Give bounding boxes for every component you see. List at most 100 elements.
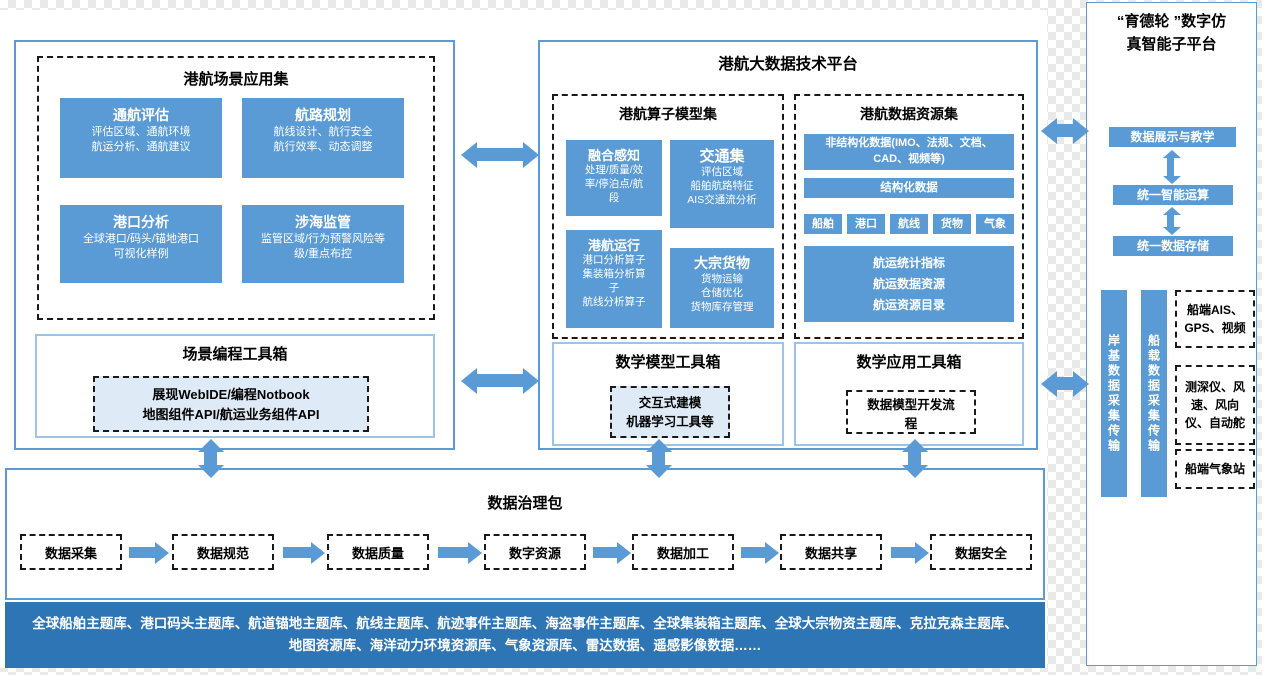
shipping-stats-box: 航运统计指标 航运数据资源 航运资源目录: [804, 246, 1014, 322]
card-line: 集装箱分析算: [582, 267, 646, 280]
stats-line: 航运统计指标: [872, 256, 945, 270]
math-application-toolbox-title: 数学应用工具箱: [856, 354, 962, 371]
toolbox-line: 展现WebIDE/编程Notbook: [152, 387, 310, 402]
card-bulk-cargo: 大宗货物 货物运输 仓储优化 货物库存管理: [670, 248, 774, 328]
scenario-app-set-title: 港航场景应用集: [183, 71, 289, 88]
right-arrow-icon: [593, 541, 631, 564]
double-arrow-model-governance: [645, 439, 672, 478]
step-data-collection: 数据采集: [20, 534, 122, 570]
right-arrow-icon: [438, 541, 482, 564]
card-title: 涉海监管: [295, 214, 351, 230]
card-navigation-assessment: 通航评估 评估区域、通航环境 航运分析、通航建议: [60, 98, 222, 178]
operator-model-set-title: 港航算子模型集: [619, 106, 717, 122]
card-fusion-perception: 融合感知 处理/质量/效 率/停泊点/航 段: [566, 140, 662, 216]
double-arrow-middle-right-bottom: [1041, 370, 1089, 397]
double-arrow-scenario-governance: [197, 439, 224, 478]
card-title: 融合感知: [587, 148, 640, 163]
scenario-toolbox: 场景编程工具箱 展现WebIDE/编程Notbook 地图组件API/航运业务组…: [35, 334, 435, 438]
card-title: 港口分析: [113, 214, 169, 230]
double-arrow-middle-right-top: [1041, 117, 1089, 144]
data-governance-title: 数据治理包: [487, 495, 563, 512]
card-line: 率/停泊点/航: [584, 177, 644, 190]
card-line: 评估区域、通航环境: [91, 126, 191, 138]
card-line: 航线分析算子: [582, 295, 646, 308]
double-arrow-vertical-icon: [1162, 150, 1181, 184]
card-line: 监管区域/行为预警风险等: [260, 233, 386, 245]
unstructured-data-bar: 非结构化数据(IMO、法规、文档、CAD、视频等): [804, 134, 1014, 170]
card-line: 子: [608, 281, 620, 294]
button-data-display-teaching: 数据展示与教学: [1109, 127, 1236, 147]
card-title: 航路规划: [295, 107, 351, 123]
sub-platform-title-line: 真智能子平台: [1126, 35, 1217, 53]
scenario-toolbox-title: 场景编程工具箱: [182, 346, 288, 363]
card-title: 通航评估: [113, 107, 169, 123]
double-arrow-application-governance: [901, 439, 928, 478]
toolbox-line: 程: [904, 416, 918, 431]
data-resource-set-box: 港航数据资源集 非结构化数据(IMO、法规、文档、CAD、视频等) 结构化数据 …: [794, 94, 1024, 339]
step-digital-resource: 数字资源: [484, 534, 586, 570]
tag-cargo: 货物: [933, 214, 971, 234]
math-model-toolbox-content: 交互式建模 机器学习工具等: [610, 386, 730, 438]
card-port-analysis: 港口分析 全球港口/码头/锚地港口 可视化样例: [60, 205, 222, 283]
card-line: 级/重点布控: [293, 248, 353, 261]
math-application-toolbox-content: 数据模型开发流 程: [846, 390, 976, 434]
card-title: 交通集: [699, 148, 745, 165]
shore-data-collection-bar: 岸基数据采集传输: [1101, 290, 1127, 497]
scenario-app-set-box: 港航场景应用集 通航评估 评估区域、通航环境 航运分析、通航建议 航路规划 航线…: [37, 56, 435, 320]
device-box-ais-gps-video: 船端AIS、GPS、视频: [1175, 290, 1255, 348]
stats-line: 航运资源目录: [872, 298, 945, 312]
bigdata-platform-panel: 港航大数据技术平台 港航算子模型集 融合感知 处理/质量/效 率/停泊点/航 段…: [538, 40, 1038, 450]
card-line: 段: [608, 191, 620, 204]
double-arrow-vertical-icon: [1162, 207, 1181, 235]
stats-line: 航运数据资源: [872, 277, 945, 291]
theme-database-bar: 全球船舶主题库、港口码头主题库、航道锚地主题库、航线主题库、航迹事件主题库、海盗…: [5, 602, 1045, 668]
card-traffic-set: 交通集 评估区域 船舶航路特征 AIS交通流分析: [670, 140, 774, 228]
card-title: 港航运行: [587, 238, 640, 253]
right-arrow-icon: [129, 541, 169, 564]
device-box-weather-station: 船端气象站: [1175, 449, 1255, 489]
right-arrow-icon: [741, 541, 779, 564]
device-box-sensors: 测深仪、风速、风向仪、自动舵: [1175, 365, 1255, 445]
step-data-sharing: 数据共享: [780, 534, 882, 570]
toolbox-line: 地图组件API/航运业务组件API: [142, 407, 320, 423]
sub-platform-title-line: “育德轮 ”数字仿: [1116, 13, 1227, 30]
card-port-operation: 港航运行 港口分析算子 集装箱分析算 子 航线分析算子: [566, 230, 662, 328]
step-data-processing: 数据加工: [632, 534, 734, 570]
card-line: 货物库存管理: [690, 300, 754, 313]
structured-data-bar: 结构化数据: [804, 178, 1014, 198]
card-line: 航行效率、动态调整: [273, 141, 373, 154]
button-unified-computing: 统一智能运算: [1113, 185, 1233, 205]
data-resource-set-title: 港航数据资源集: [860, 106, 958, 122]
bigdata-platform-title: 港航大数据技术平台: [718, 56, 858, 73]
card-maritime-supervision: 涉海监管 监管区域/行为预警风险等 级/重点布控: [242, 205, 404, 283]
card-route-planning: 航路规划 航线设计、航行安全 航行效率、动态调整: [242, 98, 404, 178]
math-model-toolbox: 数学模型工具箱 交互式建模 机器学习工具等: [552, 342, 784, 446]
card-line: 港口分析算子: [582, 254, 646, 266]
card-line: 可视化样例: [113, 248, 169, 261]
data-governance-panel: 数据治理包 数据采集 数据规范 数据质量 数字资源 数据加工 数据共享 数据安全: [5, 468, 1045, 600]
step-data-quality: 数据质量: [327, 534, 429, 570]
card-line: 处理/质量/效: [584, 164, 644, 176]
card-line: 货物运输: [701, 273, 743, 285]
right-arrow-icon: [283, 541, 325, 564]
toolbox-line: 机器学习工具等: [626, 415, 714, 430]
button-unified-storage: 统一数据存储: [1113, 236, 1233, 256]
math-model-toolbox-title: 数学模型工具箱: [615, 354, 721, 371]
card-line: 航运分析、通航建议: [91, 141, 191, 154]
scenario-toolbox-content: 展现WebIDE/编程Notbook 地图组件API/航运业务组件API: [93, 376, 369, 432]
toolbox-line: 数据模型开发流: [867, 398, 955, 412]
tag-route: 航线: [890, 214, 928, 234]
double-arrow-left-middle-top: [461, 141, 539, 168]
tag-weather: 气象: [976, 214, 1014, 234]
card-line: 仓储优化: [701, 286, 743, 299]
card-line: 评估区域: [701, 166, 743, 178]
tag-port: 港口: [847, 214, 885, 234]
scenario-application-panel: 港航场景应用集 通航评估 评估区域、通航环境 航运分析、通航建议 航路规划 航线…: [14, 40, 455, 450]
sub-platform-title: “育德轮 ”数字仿 真智能子平台: [1087, 11, 1256, 56]
right-arrow-icon: [891, 541, 929, 564]
double-arrow-left-middle-bottom: [461, 367, 539, 394]
operator-model-set-box: 港航算子模型集 融合感知 处理/质量/效 率/停泊点/航 段 交通集 评估区域 …: [552, 94, 784, 339]
ship-data-collection-bar: 船载数据采集传输: [1141, 290, 1167, 497]
card-line: 航线设计、航行安全: [273, 126, 373, 138]
